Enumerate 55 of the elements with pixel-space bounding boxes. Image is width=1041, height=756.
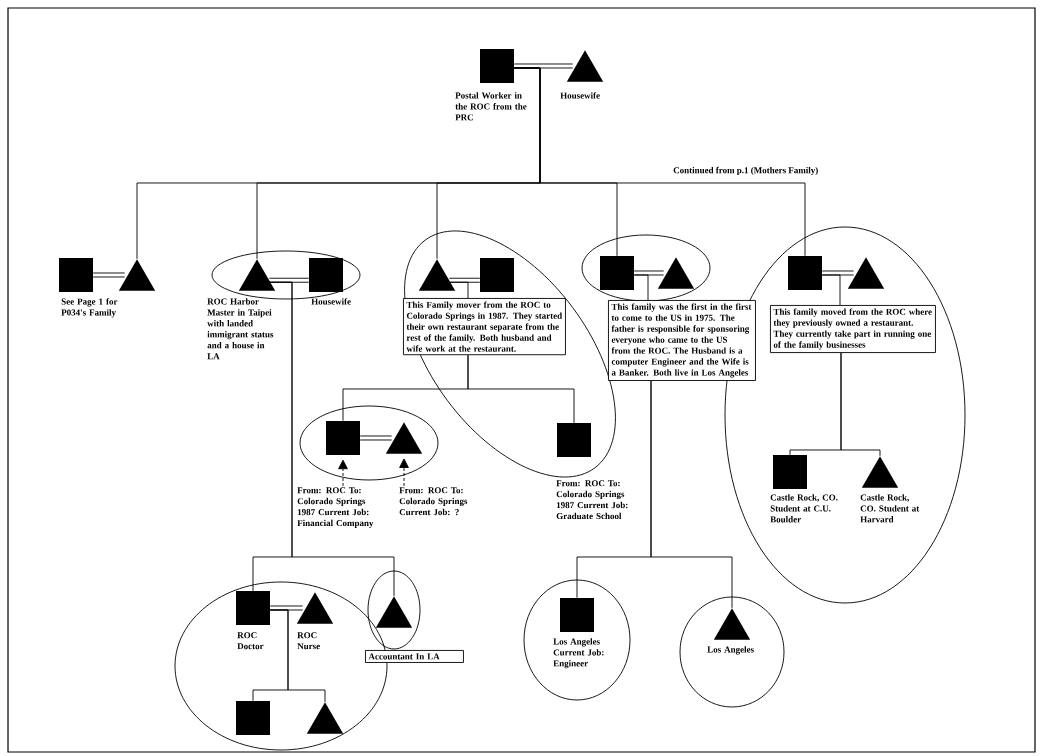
descent-line	[650, 380, 733, 609]
descent-line	[840, 352, 881, 457]
marriage-line	[92, 272, 126, 278]
marriage-line	[268, 277, 310, 283]
person-label: Housewife	[560, 92, 600, 99]
triangle-symbol	[118, 259, 156, 291]
marriage-line	[513, 63, 574, 69]
person-label: Postal Worker in the ROC from the PRC	[455, 92, 527, 121]
family-ellipse	[679, 596, 785, 708]
note-text: From: ROC To: Colorado Springs Current Job: ?	[399, 487, 468, 516]
square-symbol	[600, 256, 634, 290]
continuation-note: Continued from p.1 (Mothers Family)	[673, 166, 818, 176]
family-ellipse	[299, 405, 439, 481]
square-symbol	[788, 256, 822, 290]
square-symbol	[326, 421, 360, 455]
note-text: From: ROC To: Colorado Springs 1987 Current Job: Financial Company	[297, 487, 374, 528]
descent-line	[513, 67, 806, 257]
triangle-symbol	[418, 259, 456, 291]
marriage-line	[359, 435, 393, 441]
person-label: Los Angeles	[707, 646, 754, 655]
descent-line	[633, 274, 649, 301]
person-label: ROC Doctor	[237, 632, 264, 650]
marriage-line	[269, 605, 304, 611]
descent-line	[268, 281, 395, 597]
triangle-symbol	[375, 596, 413, 628]
triangle-symbol	[306, 702, 344, 734]
family-ellipse	[523, 579, 631, 701]
family-ellipse	[211, 250, 361, 300]
family-ellipse	[581, 234, 711, 302]
descent-line	[467, 354, 575, 424]
person-label: See Page 1 for P034's Family	[61, 298, 118, 318]
leader-arrow	[338, 459, 348, 487]
note-box: This family was the first in the first to come to the US in 1975. The father is responsible for sponsoring everyone who came to the US from the ROC. The Husband is a computer Engineer and the Wife is a Banker. Both live in Los Angeles	[608, 300, 756, 381]
triangle-symbol	[847, 257, 885, 289]
marriage-line	[633, 270, 665, 276]
person-label: From: ROC To: Colorado Springs 1987 Current Job: Graduate School	[556, 480, 628, 520]
triangle-symbol	[385, 422, 423, 454]
family-ellipse	[367, 570, 421, 650]
person-label: Housewife	[311, 298, 351, 305]
triangle-symbol	[657, 257, 695, 289]
note-box: This family moved from the ROC where they previously owned a restaurant. They currently take part in running one of the family businesses	[770, 305, 936, 353]
person-label: Castle Rock, CO. Student at Harvard	[860, 494, 920, 523]
descent-line	[448, 281, 469, 299]
square-symbol	[480, 258, 514, 292]
note-box: Accountant In LA	[365, 650, 464, 663]
person-label: Los Angeles Current Job: Engineer	[553, 638, 604, 669]
descent-line	[821, 274, 841, 306]
marriage-line	[448, 277, 481, 283]
person-label: Castle Rock, CO. Student at C.U. Boulder	[770, 494, 838, 523]
square-symbol	[236, 701, 270, 735]
person-label: ROC Nurse	[297, 632, 320, 650]
person-label: ROC Harbor Master in Taipei with landed immigrant status and a house in LA	[207, 298, 274, 360]
descent-line	[269, 609, 326, 703]
leader-arrow	[399, 458, 409, 487]
marriage-line	[821, 270, 855, 276]
